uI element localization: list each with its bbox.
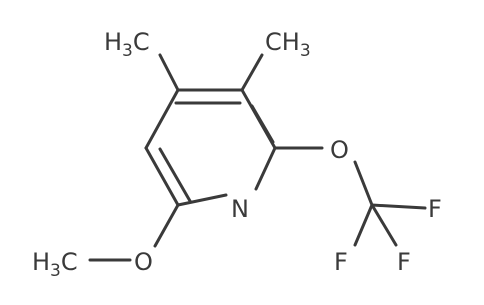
bond-c3-methyl: [240, 53, 264, 92]
bond-c-f3: [370, 203, 398, 247]
bond-c-f1: [370, 203, 427, 210]
atom-label-f2: F: [334, 248, 348, 276]
bond-n-c6: [176, 193, 228, 207]
bond-c-f2: [353, 203, 374, 247]
atom-label-h3c-top: H3C: [104, 28, 150, 61]
atom-labels: H3C CH3 O F F F N O H3C: [32, 28, 442, 281]
bond-c3-c2-inner: [250, 104, 275, 144]
bond-c2-n: [254, 146, 277, 191]
bond-c6-o: [153, 203, 180, 248]
bond-c5-c4: [144, 88, 180, 150]
atom-label-f3: F: [397, 248, 411, 276]
atom-label-f1: F: [428, 195, 442, 223]
atom-label-o-methoxy: O: [134, 248, 153, 276]
bond-c6-c5: [144, 146, 180, 207]
bond-o-cf3: [353, 160, 374, 207]
atom-label-h3c-bottom: H3C: [32, 248, 78, 281]
atom-label-o-ether: O: [330, 136, 349, 164]
atom-label-n: N: [231, 195, 249, 223]
bond-c6-c5-inner: [158, 147, 192, 203]
bond-c4-methyl: [158, 53, 180, 92]
bonds: [88, 53, 427, 262]
atom-label-ch3-top: CH3: [265, 28, 311, 61]
